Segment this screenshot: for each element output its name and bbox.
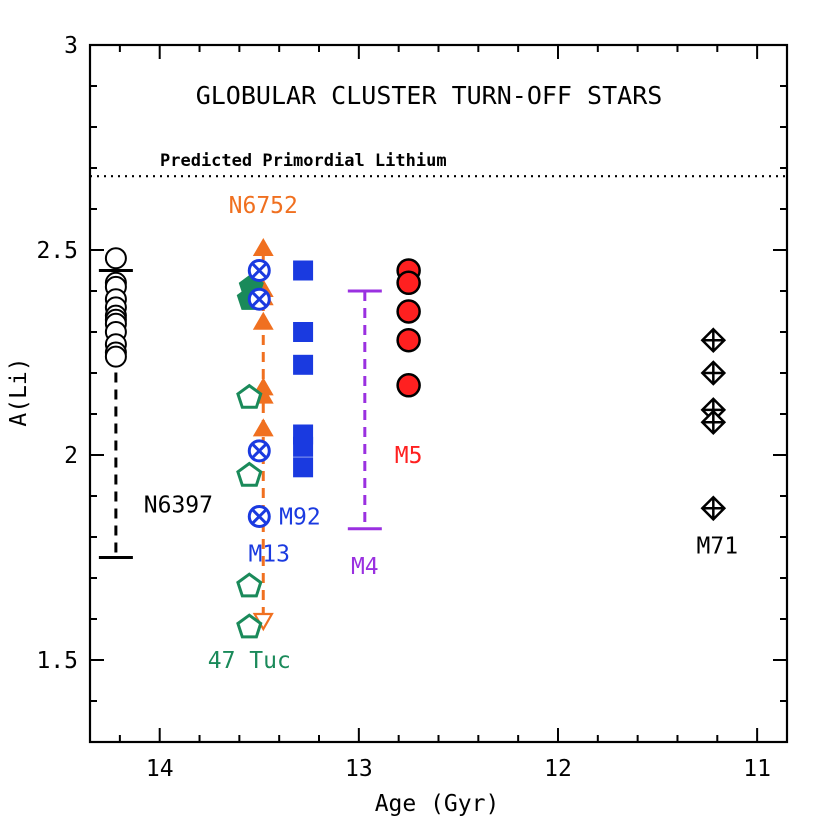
point-n6752 [252, 418, 274, 437]
axes: 14 13 12 11 1.5 2 2.5 3 [36, 33, 789, 782]
chart-title: GLOBULAR CLUSTER TURN-OFF STARS [196, 81, 663, 110]
reference-line: Predicted Primordial Lithium [90, 151, 787, 178]
point-n6752 [252, 238, 274, 256]
point-m92 [293, 322, 314, 342]
point-n6397 [104, 247, 127, 270]
point-47-tuc [236, 572, 263, 598]
point-m71 [700, 409, 727, 435]
point-m13 [247, 259, 271, 282]
point-m92 [293, 457, 314, 478]
point-m92 [293, 354, 314, 375]
x-tick-label: 14 [146, 756, 174, 782]
point-47-tuc [236, 613, 263, 639]
ranges [98, 250, 382, 619]
label-47-tuc: 47 Tuc [208, 648, 291, 674]
point-n6397 [104, 345, 127, 368]
label-m13: M13 [248, 542, 290, 568]
point-m5 [396, 373, 421, 398]
x-tick-label: 12 [544, 756, 572, 782]
label-n6397: N6397 [144, 492, 213, 518]
point-m13 [247, 439, 271, 463]
label-n6752: N6752 [229, 193, 298, 219]
x-tick-label: 11 [743, 756, 771, 782]
data-points [104, 238, 727, 639]
y-tick-label: 2.5 [36, 238, 78, 264]
point-47-tuc [236, 383, 263, 409]
point-m71 [700, 327, 727, 353]
point-m5 [396, 299, 421, 324]
point-m5 [396, 270, 421, 296]
point-m13 [247, 287, 271, 311]
x-axis-label: Age (Gyr) [375, 791, 500, 817]
reference-line-label: Predicted Primordial Lithium [160, 151, 447, 171]
point-m5 [396, 327, 421, 353]
label-m4: M4 [351, 554, 379, 580]
label-m5: M5 [395, 443, 423, 469]
point-m92 [293, 436, 314, 457]
x-tick-label: 13 [345, 756, 373, 782]
point-m13 [247, 505, 271, 528]
point-m71 [700, 360, 727, 386]
plot-frame [88, 43, 789, 744]
point-n6752 [252, 311, 274, 330]
y-tick-label: 3 [64, 33, 78, 59]
y-axis-label: A(Li) [6, 357, 32, 426]
y-tick-label: 2 [64, 443, 78, 469]
y-tick-label: 1.5 [36, 648, 78, 674]
point-47-tuc [236, 461, 263, 487]
label-m71: M71 [697, 533, 739, 559]
point-m71 [700, 495, 727, 522]
point-m92 [293, 260, 314, 281]
label-m92: M92 [279, 505, 321, 531]
